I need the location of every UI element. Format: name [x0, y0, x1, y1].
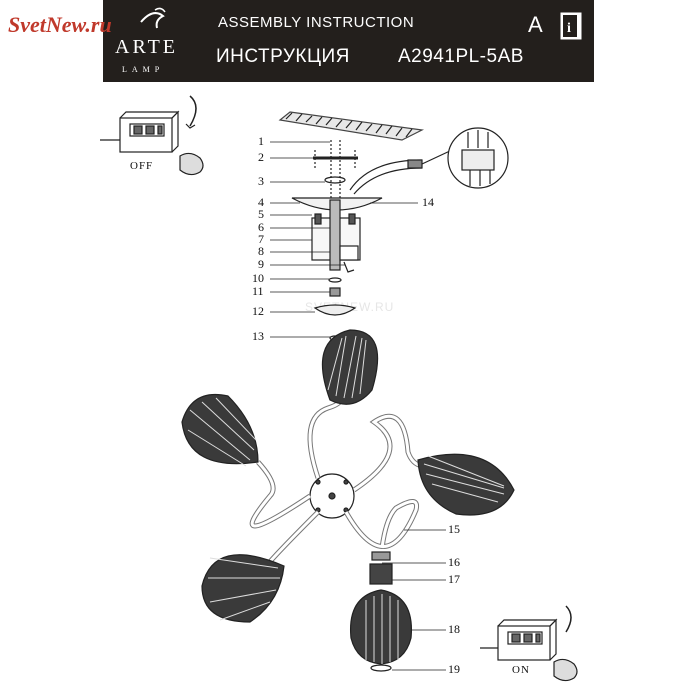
- callout-9: 9: [258, 257, 264, 271]
- title-russian: ИНСТРУКЦИЯ: [216, 46, 350, 67]
- brand-logo: [103, 0, 203, 82]
- callout-3: 3: [258, 174, 264, 188]
- callout-11: 11: [252, 284, 264, 298]
- leader-lines-right: [382, 529, 446, 671]
- header-band: [103, 0, 594, 82]
- callout-18: 18: [448, 622, 460, 636]
- wall-switch-off: [100, 95, 204, 176]
- chandelier-body: [249, 388, 423, 566]
- callout-5: 5: [258, 207, 264, 221]
- switch-on-label: ON: [512, 664, 530, 676]
- callout-2: 2: [258, 150, 264, 164]
- mounting-hardware: [291, 140, 453, 341]
- callout-17: 17: [448, 572, 460, 586]
- shade-bottom: [349, 551, 413, 672]
- model-number: A2941PL-5AB: [398, 46, 524, 67]
- logo-main-text: ARTE: [115, 36, 179, 58]
- logo-sub-text: LAMP: [122, 65, 165, 74]
- info-book-icon: i: [560, 12, 582, 40]
- doc-letter: A: [528, 12, 543, 37]
- callout-13: 13: [252, 329, 264, 343]
- callout-7: 7: [258, 232, 264, 246]
- ceiling-hatch: [278, 111, 425, 141]
- callout-10: 10: [252, 271, 264, 285]
- wall-switch-on: [480, 605, 578, 682]
- callout-14: 14: [422, 195, 434, 209]
- shade-top: [321, 329, 379, 405]
- callout-12: 12: [252, 304, 264, 318]
- title-english: ASSEMBLY INSTRUCTION: [218, 14, 415, 31]
- callout-16: 16: [448, 555, 460, 569]
- leader-lines-left: [270, 141, 418, 338]
- callout-1: 1: [258, 134, 264, 148]
- site-watermark: SvetNew.ru: [8, 12, 112, 37]
- callout-4: 4: [258, 195, 264, 209]
- callout-6: 6: [258, 220, 264, 234]
- svg-text:i: i: [567, 21, 571, 36]
- wiring-detail: [447, 127, 509, 189]
- logo-swirl-icon: [140, 7, 166, 29]
- shade-left: [181, 393, 259, 467]
- shade-right: [417, 453, 515, 516]
- shade-lower-left: [201, 554, 285, 623]
- callout-19: 19: [448, 662, 460, 676]
- callout-15: 15: [448, 522, 460, 536]
- callout-8: 8: [258, 244, 264, 258]
- switch-off-label: OFF: [130, 160, 154, 172]
